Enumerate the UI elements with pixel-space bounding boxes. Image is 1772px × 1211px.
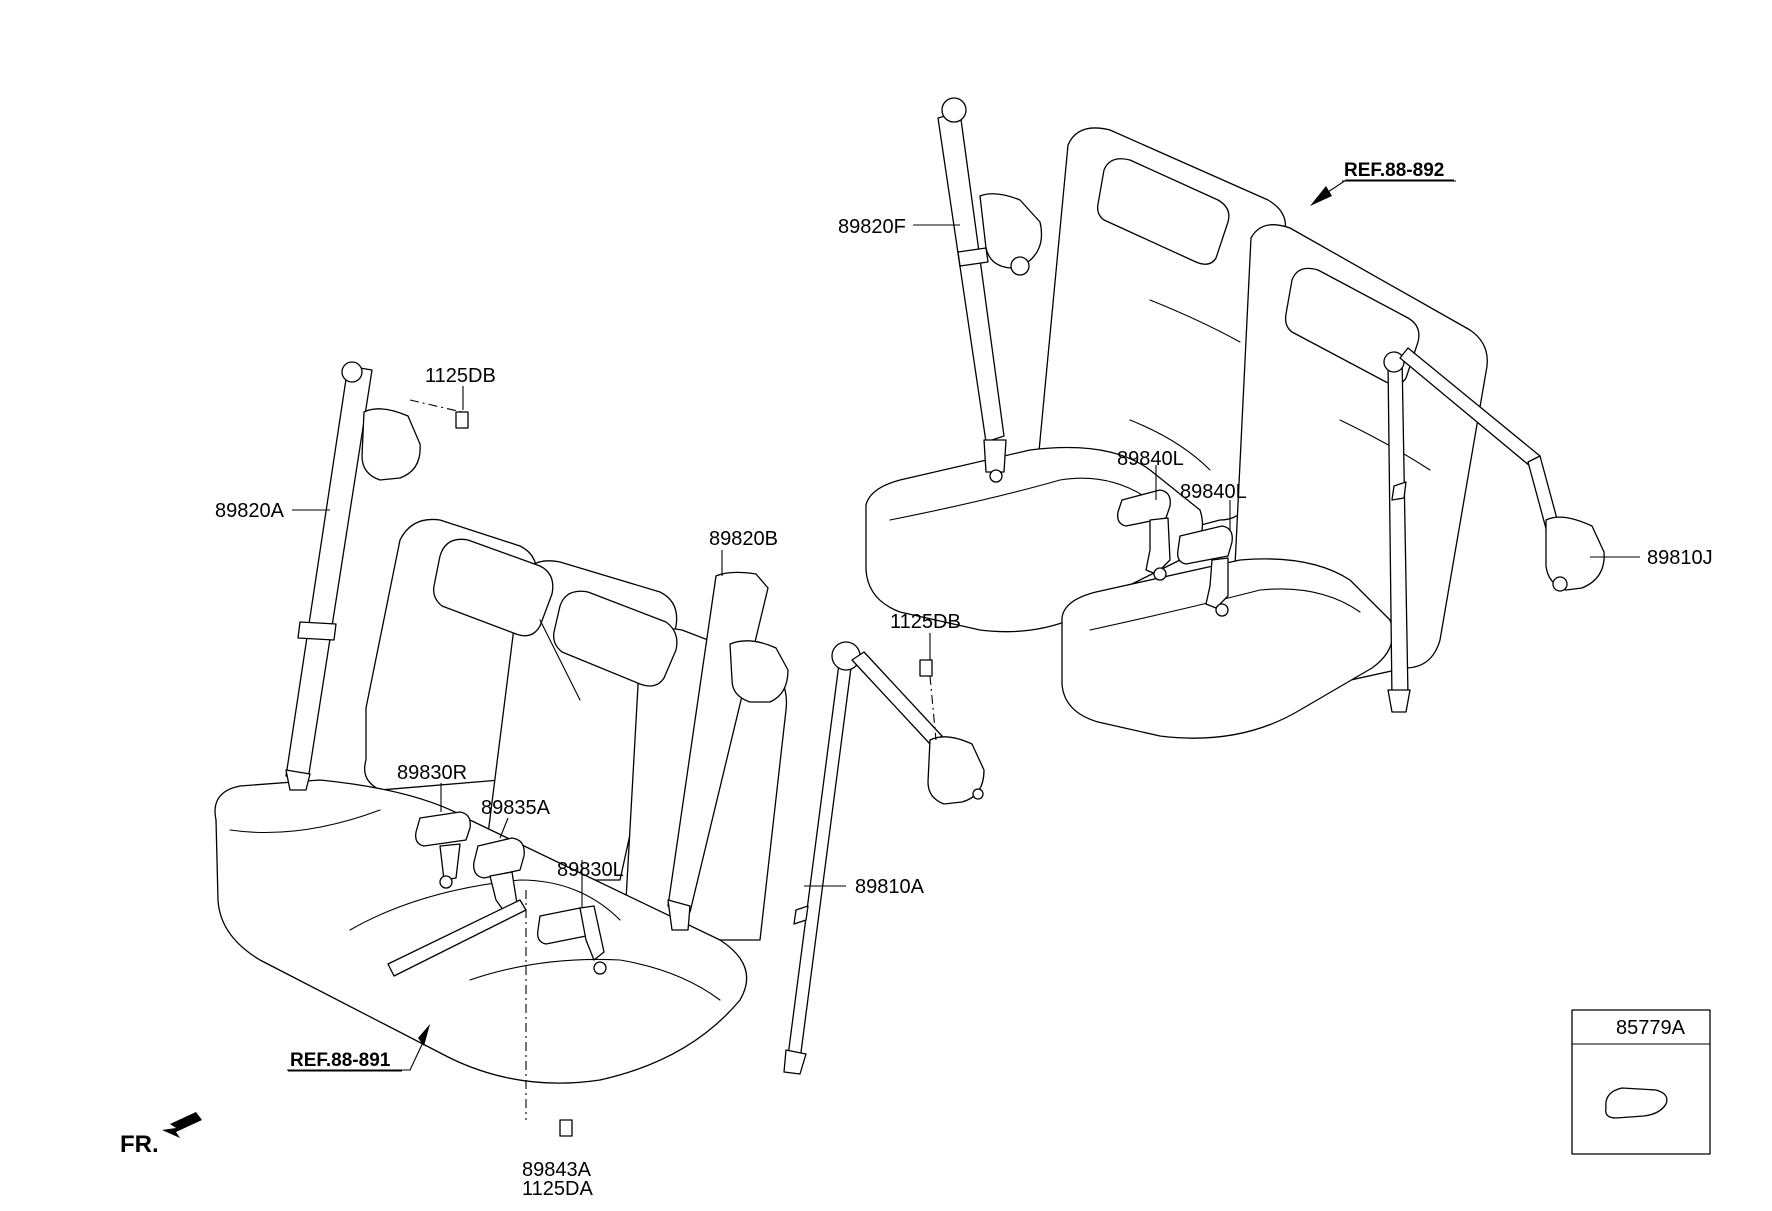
front-direction-indicator: FR. [120, 1112, 202, 1158]
plug-cap-icon [1605, 1087, 1668, 1119]
label-89820A: 89820A [215, 500, 285, 522]
label-89830R: 89830R [397, 762, 467, 784]
label-1125DA: 1125DA [522, 1178, 593, 1200]
label-89843A: 89843A [522, 1159, 592, 1181]
reference-88-891[interactable]: REF.88-891 [290, 1050, 391, 1071]
reference-88-892[interactable]: REF.88-892 [1344, 160, 1444, 181]
label-89840L-upper: 89840L [1117, 448, 1184, 470]
front-direction-arrow-icon [162, 1112, 202, 1138]
label-89810J: 89810J [1647, 547, 1713, 569]
label-89810A: 89810A [855, 876, 925, 898]
label-89840L-lower: 89840L [1180, 481, 1247, 503]
label-1125DB-left: 1125DB [425, 365, 496, 387]
leader-lines [292, 224, 1640, 908]
label-85779A: 85779A [1616, 1017, 1686, 1039]
second-row-seat-assembly [214, 361, 985, 1137]
label-89835A: 89835A [481, 797, 551, 819]
third-row-seat-assembly [865, 97, 1605, 739]
label-89820F: 89820F [838, 216, 906, 238]
inset-part-85779A: 85779A [1571, 1009, 1711, 1155]
part-number-labels: 89820F 89840L 89840L 89810J 1125DB 89820… [215, 160, 1713, 1200]
label-1125DB-right: 1125DB [890, 611, 961, 633]
label-89820B: 89820B [709, 528, 778, 550]
label-89830L: 89830L [557, 859, 624, 881]
front-direction-label: FR. [120, 1131, 159, 1158]
